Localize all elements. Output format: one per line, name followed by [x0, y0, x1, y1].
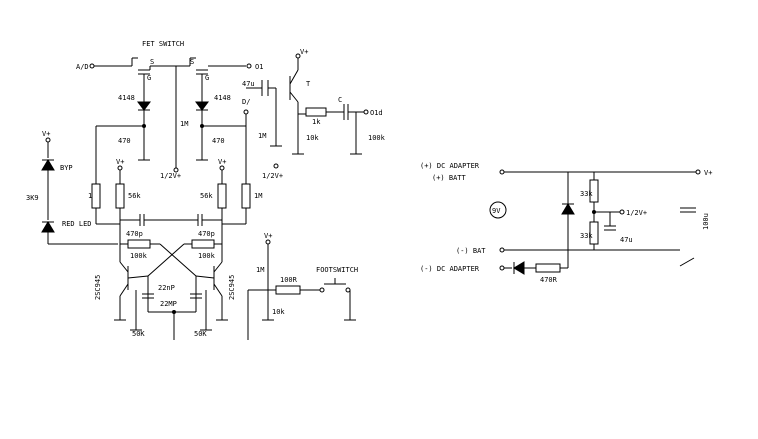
vplus-terminal-4 — [219, 165, 225, 171]
resistor-1m-a-label: 1M — [180, 120, 188, 128]
vplus-output-label: V+ — [704, 169, 712, 177]
resistor-33k-1-label: 33k — [580, 190, 593, 198]
cap-47u-b-label: 47u — [620, 236, 633, 244]
resistor-100r — [275, 285, 301, 295]
input-terminal — [89, 63, 95, 69]
bias-terminal-2 — [273, 163, 279, 169]
cap-c1-label: C — [338, 96, 342, 104]
red-led-label: RED LED — [62, 220, 92, 228]
vplus-label-5: V+ — [264, 232, 272, 240]
d-node-label: D/ — [242, 98, 250, 106]
resistor-10k-b-label: 10k — [272, 308, 285, 316]
reverse-diode — [513, 261, 525, 275]
vplus-label-2: V+ — [42, 130, 50, 138]
cap-470p-1-label: 470p — [126, 230, 143, 238]
dc-adapter-label: (+) DC ADAPTER — [420, 162, 480, 170]
resistor-470r-label: 470R — [540, 276, 558, 284]
resistor-10k-label: 10k — [306, 134, 319, 142]
resistor-1k-label: 1k — [312, 118, 321, 126]
transistor-label: T — [306, 80, 311, 88]
resistor-470-1-label: 470 — [118, 137, 131, 145]
resistor-56k-2-label: 56k — [200, 192, 213, 200]
fet-switch-label: FET SWITCH — [142, 40, 184, 48]
output-terminal-2 — [363, 109, 369, 115]
fet1-gate-label: G — [147, 74, 151, 82]
protection-diode — [561, 203, 575, 215]
resistor-1k — [305, 107, 327, 117]
vplus-output-terminal — [695, 169, 701, 175]
flip-flop-section: V+ BYP 3K9 RED LED 1M 1M V+ 56k V+ 56k — [26, 126, 262, 340]
output-label: O1 — [255, 63, 263, 71]
diode-1-label: 4148 — [118, 94, 135, 102]
vplus-terminal-3 — [117, 165, 123, 171]
red-led — [41, 221, 55, 233]
bat-minus-terminal — [499, 247, 505, 253]
battery-9v-label: 9V — [492, 207, 501, 215]
fet2-gate-label: G — [205, 74, 209, 82]
resistor-100k-1-label: 100k — [130, 252, 148, 260]
fet2-source-label: S — [190, 58, 194, 66]
resistor-100k-a-label: 100k — [368, 134, 386, 142]
dc-minus-label: (-) DC ADAPTER — [420, 265, 480, 273]
bias-output-terminal — [619, 209, 625, 215]
diode-4148-1: 4148 — [118, 90, 151, 126]
output-terminal — [246, 63, 252, 69]
buffer-transistor: T V+ — [289, 48, 311, 114]
fet-switch-section: FET SWITCH A/D S G S G O1 — [76, 40, 386, 180]
resistor-1m-d-label: 1M — [254, 192, 262, 200]
bypass-led-label: BYP — [60, 164, 73, 172]
bypass-led — [41, 159, 55, 171]
batt-label: (+) BATT — [432, 174, 467, 182]
vplus-label-4: V+ — [218, 158, 226, 166]
input-label: A/D — [76, 63, 89, 71]
cap-47u-label: 47u — [242, 80, 255, 88]
resistor-33k-2-label: 33k — [580, 232, 593, 240]
resistor-56k-1-label: 56k — [128, 192, 141, 200]
bias-output-label: 1/2V+ — [626, 209, 647, 217]
fet-2: S G O1 — [189, 57, 263, 90]
diode-2-label: 4148 — [214, 94, 231, 102]
resistor-3k9-label: 3K9 — [26, 194, 39, 202]
power-supply-section: (+) DC ADAPTER (+) BATT V+ 9V 33k 33k 1/… — [420, 162, 712, 284]
resistor-50k-2-label: 50K — [194, 330, 207, 338]
bias-label-1: 1/2V+ — [160, 172, 181, 180]
cap-22n-label: 22nP — [158, 284, 175, 292]
footswitch-section: V+ 1M 100R FOOTSWITCH 10k — [247, 232, 358, 340]
cap-100u-label: 100u — [702, 213, 710, 230]
resistor-1m-e-label: 1M — [256, 266, 264, 274]
vplus-terminal-5 — [265, 239, 271, 245]
transistor-left: 2SC945 — [94, 261, 149, 321]
transistor-right-label: 2SC945 — [228, 275, 236, 300]
transistor-right: 2SC945 — [195, 261, 236, 321]
dc-minus-terminal — [499, 265, 505, 271]
footswitch-label: FOOTSWITCH — [316, 266, 358, 274]
diode-4148-2: 4148 — [195, 90, 231, 126]
transistor-left-label: 2SC945 — [94, 275, 102, 300]
bias-label-2: 1/2V+ — [262, 172, 283, 180]
bat-minus-label: (-) BAT — [456, 247, 486, 255]
resistor-50k-1-label: 50K — [132, 330, 145, 338]
vplus-label-1: V+ — [300, 48, 308, 56]
bias-terminal-1 — [173, 167, 179, 173]
resistor-100r-label: 100R — [280, 276, 298, 284]
resistor-1m-b-label: 1M — [258, 132, 266, 140]
vplus-terminal-2 — [45, 137, 51, 143]
vplus-label-3: V+ — [116, 158, 124, 166]
resistor-470r — [535, 263, 561, 273]
output-2-label: O1d — [370, 109, 383, 117]
cap-470p-2-label: 470p — [198, 230, 215, 238]
resistor-100k-2-label: 100k — [198, 252, 216, 260]
battery-9v — [489, 201, 507, 219]
fet1-source-label: S — [150, 58, 154, 66]
fet-1: G — [138, 65, 190, 90]
d-node — [243, 109, 249, 115]
dc-adapter-terminal — [499, 169, 505, 175]
vplus-terminal-1 — [295, 53, 301, 59]
cap-22mp-label: 22MP — [160, 300, 177, 308]
resistor-470-2-label: 470 — [212, 137, 225, 145]
